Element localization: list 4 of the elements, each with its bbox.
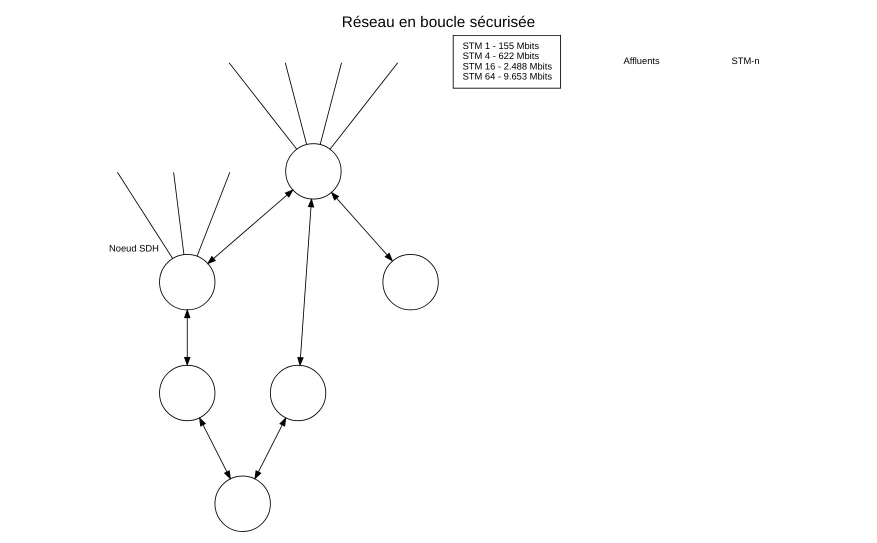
diagram-title: Réseau en boucle sécurisée: [342, 14, 536, 32]
node-label: Noeud SDH: [109, 244, 159, 254]
label: STM-n: [732, 56, 760, 66]
label: Affluents: [623, 56, 660, 66]
